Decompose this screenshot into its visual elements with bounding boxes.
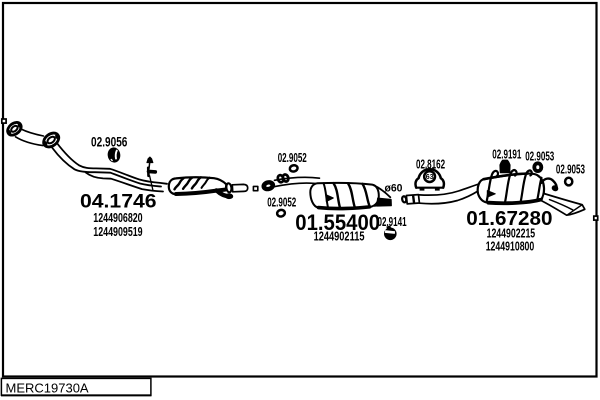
svg-text:02.9141: 02.9141 xyxy=(378,215,407,229)
svg-text:1244909519: 1244909519 xyxy=(93,225,142,239)
svg-text:63: 63 xyxy=(426,174,434,181)
svg-text:02.9053: 02.9053 xyxy=(525,149,554,163)
svg-text:02.8162: 02.8162 xyxy=(416,158,445,172)
svg-text:ø60: ø60 xyxy=(385,182,403,194)
svg-text:02.9053: 02.9053 xyxy=(556,163,585,177)
svg-text:02.9056: 02.9056 xyxy=(91,134,128,150)
svg-text:02.9052: 02.9052 xyxy=(267,195,296,209)
svg-text:02.9191: 02.9191 xyxy=(492,148,521,162)
svg-text:02.9052: 02.9052 xyxy=(278,151,307,165)
svg-text:1244906820: 1244906820 xyxy=(93,211,142,225)
svg-text:01.55400: 01.55400 xyxy=(295,210,380,235)
svg-text:1244910800: 1244910800 xyxy=(486,240,535,254)
svg-text:01.67280: 01.67280 xyxy=(466,208,552,230)
svg-text:MERC19730A: MERC19730A xyxy=(6,381,89,396)
svg-text:1244902215: 1244902215 xyxy=(487,227,536,241)
svg-text:1244902115: 1244902115 xyxy=(314,230,365,244)
svg-text:04.1746: 04.1746 xyxy=(80,191,157,212)
